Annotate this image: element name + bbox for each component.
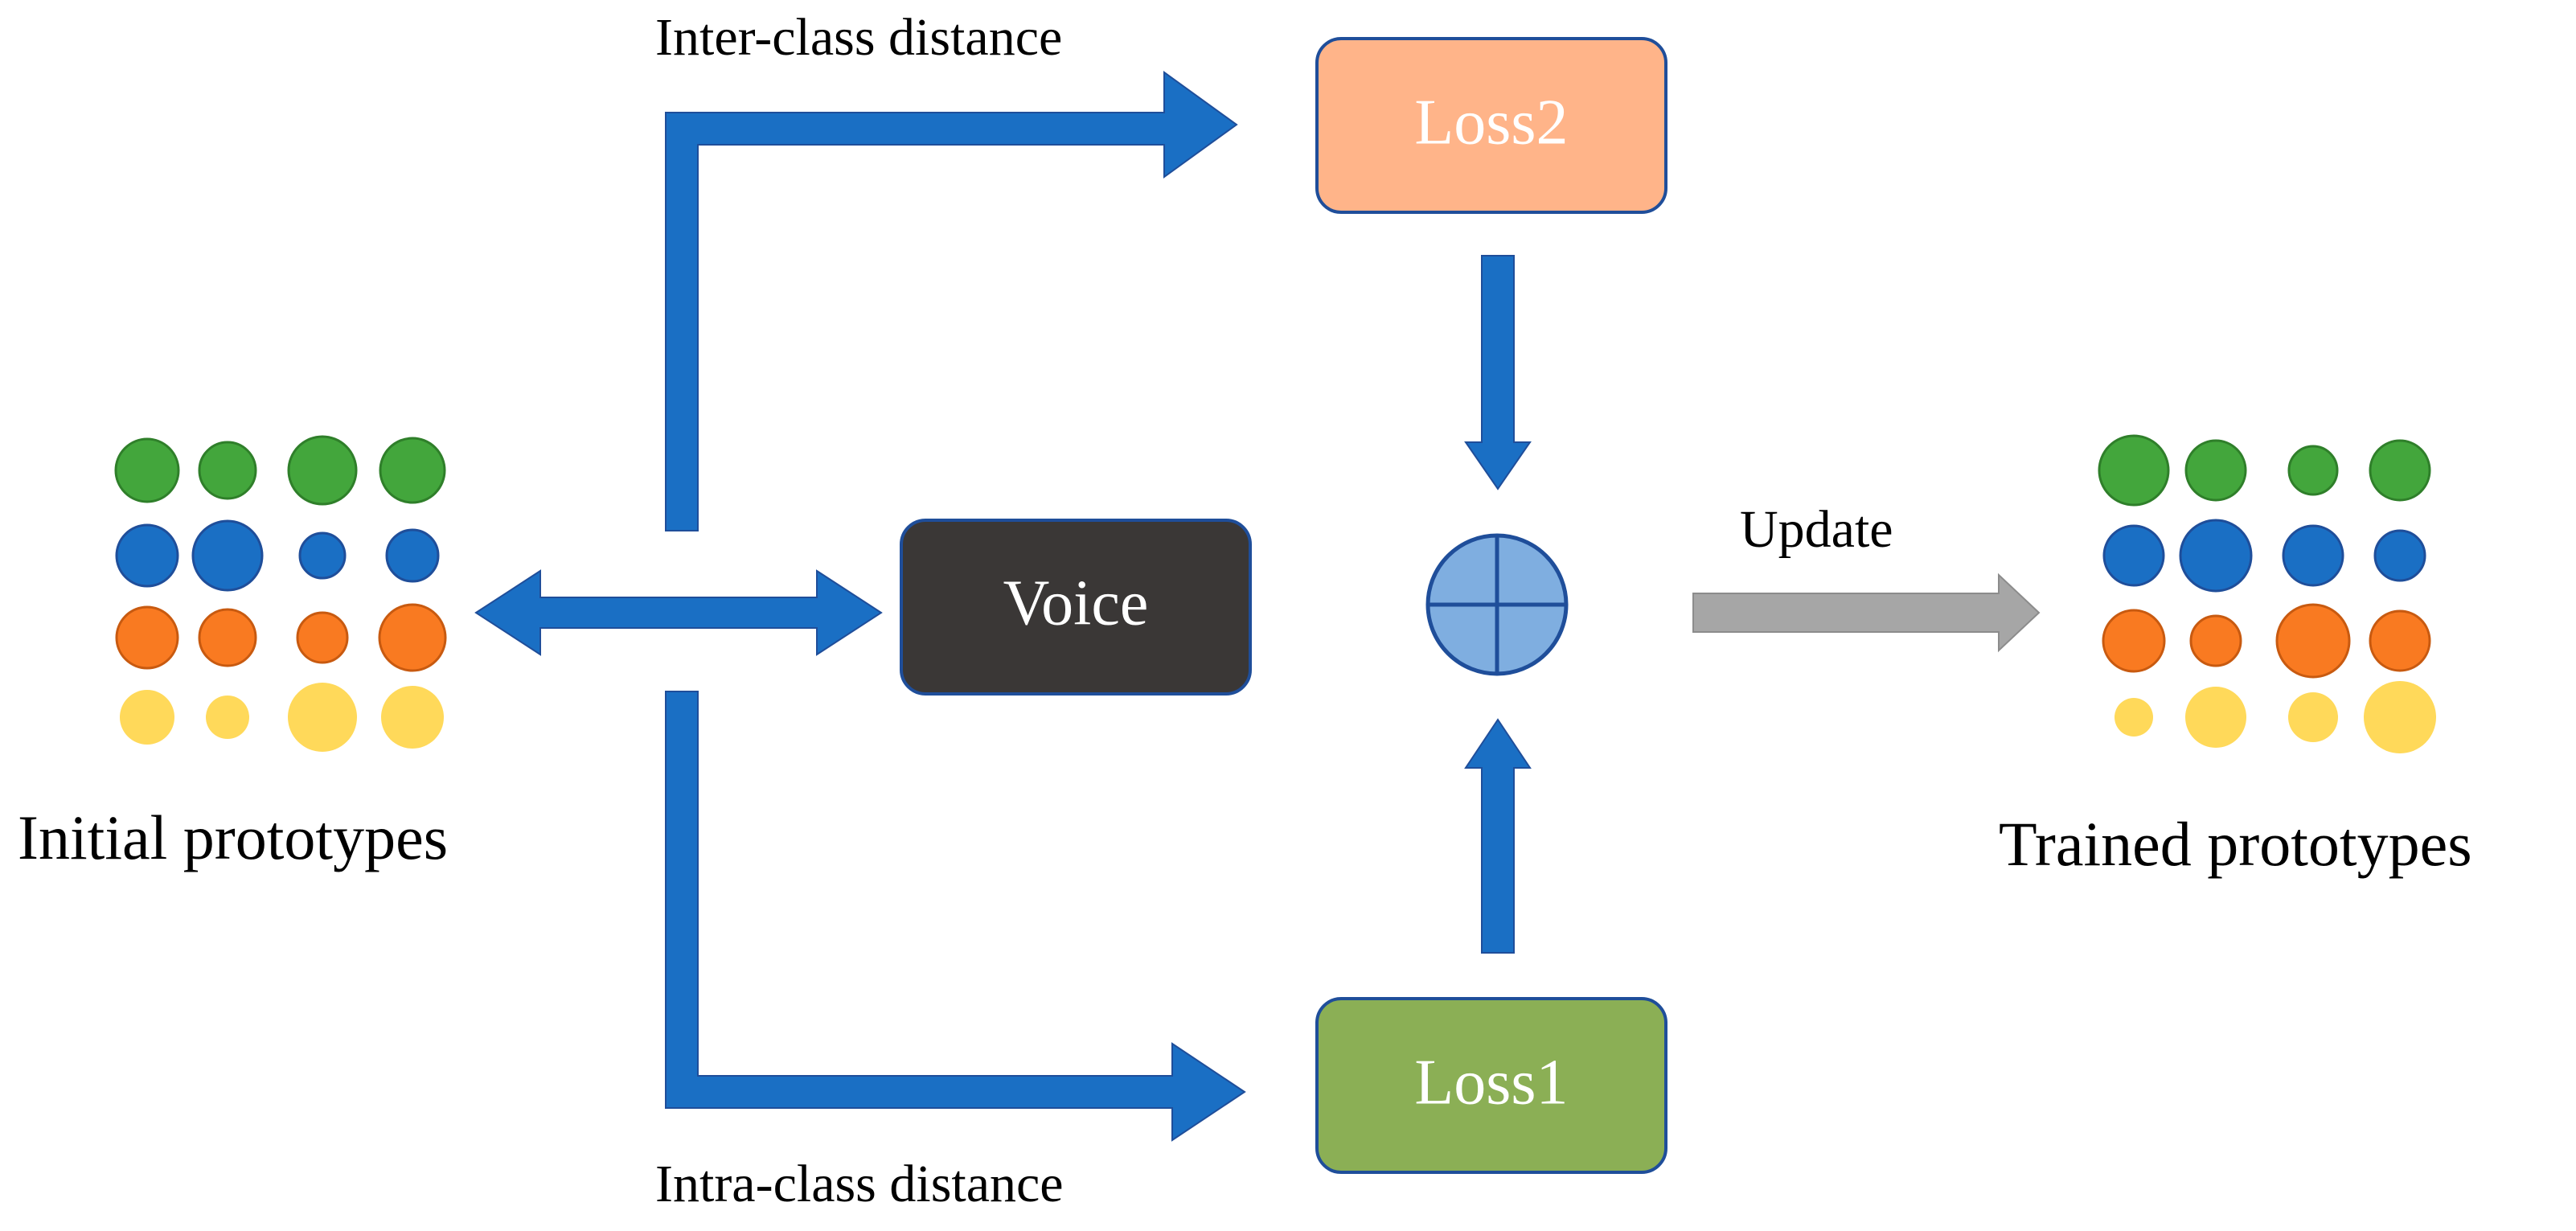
prototype-dot [2102, 609, 2166, 673]
prototype-dot [2369, 439, 2431, 502]
prototype-dot [2184, 439, 2247, 502]
prototype-dot [2102, 524, 2165, 587]
prototype-dot [385, 528, 440, 583]
prototype-dot [2185, 687, 2246, 748]
prototype-dot [298, 531, 347, 580]
prototype-dot [198, 608, 257, 667]
intra-class-distance-label: Intra-class distance [655, 1155, 1064, 1213]
loss2-label: Loss2 [1414, 87, 1568, 158]
prototype-dot [379, 437, 446, 504]
arrow-update [1692, 572, 2041, 653]
prototype-dot [2364, 681, 2436, 753]
arrow-intra-class [665, 691, 1246, 1142]
prototype-dot [378, 603, 447, 672]
arrow-loss2-to-sum [1464, 255, 1532, 490]
trained-prototypes-label: Trained prototypes [1999, 809, 2472, 879]
prototype-dot [191, 519, 264, 592]
arrow-bidirectional-voice [474, 569, 883, 656]
prototype-dot [2098, 434, 2170, 507]
trained-prototypes-grid [2098, 434, 2436, 753]
prototype-dot [288, 683, 357, 752]
prototype-dot [115, 605, 179, 670]
prototype-dot [296, 611, 349, 664]
circled-plus-icon [1425, 533, 1569, 676]
prototype-dot [381, 686, 444, 749]
loss1-box: Loss1 [1315, 997, 1667, 1174]
prototype-dot [120, 690, 174, 745]
prototype-dot [2369, 609, 2431, 672]
prototype-dot [2373, 529, 2426, 582]
prototype-dot [2287, 445, 2339, 496]
voice-box: Voice [900, 519, 1252, 696]
arrow-inter-class [665, 71, 1238, 531]
loss1-label: Loss1 [1414, 1047, 1568, 1118]
prototype-dot [2288, 692, 2338, 742]
initial-prototypes-grid [114, 435, 447, 752]
loss2-box: Loss2 [1315, 37, 1667, 214]
prototype-dot [198, 441, 257, 500]
initial-prototypes-label: Initial prototypes [18, 802, 448, 872]
prototype-dot [2179, 519, 2253, 593]
prototype-dot [287, 435, 358, 506]
prototype-dot [2115, 698, 2153, 737]
inter-class-distance-label: Inter-class distance [655, 8, 1062, 67]
prototype-dot [2275, 603, 2351, 679]
voice-label: Voice [1003, 568, 1149, 638]
arrow-loss1-to-sum [1464, 718, 1532, 954]
prototype-dot [2189, 614, 2242, 667]
update-label: Update [1740, 500, 1893, 559]
prototype-dot [206, 696, 249, 739]
prototype-dot [2282, 524, 2344, 587]
prototype-dot [115, 523, 179, 588]
prototype-dot [114, 437, 180, 503]
